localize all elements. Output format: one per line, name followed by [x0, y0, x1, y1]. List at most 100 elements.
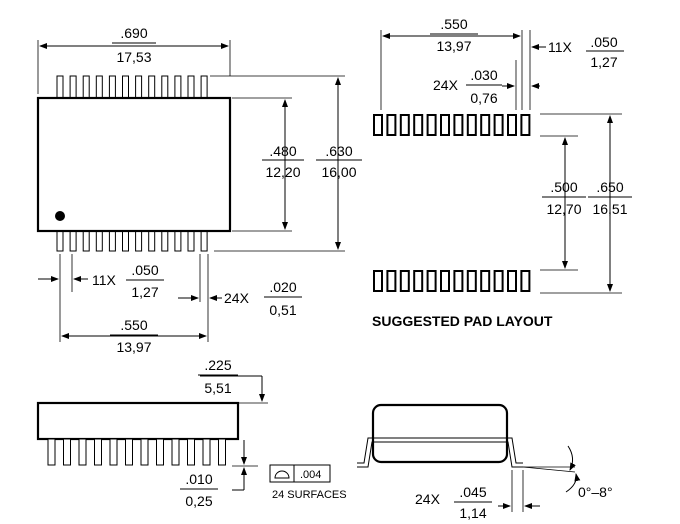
lead-pin [174, 75, 182, 99]
lead-pin [161, 230, 169, 252]
lead-pin [82, 230, 90, 252]
pad-width-mm-label: 0,76 [470, 90, 497, 106]
solder-pad [426, 114, 437, 136]
angle-label: 0°–8° [578, 484, 613, 500]
flatness-symbol-icon [274, 470, 290, 479]
lead-in-label: .020 [269, 279, 296, 295]
gull-wing-lead-inner [357, 437, 523, 464]
solder-pad [386, 270, 397, 292]
lead-pin [161, 75, 169, 99]
solder-pad [520, 270, 531, 292]
pad-pitch-prefix-label: 11X [548, 39, 573, 55]
gull-wing-lead-outer [357, 441, 523, 468]
flatness-feature-frame [269, 464, 331, 483]
lead-pin [122, 230, 129, 252]
solder-pad [440, 270, 450, 292]
solder-pad [373, 270, 383, 292]
side-lead [47, 438, 56, 466]
pad-gap-in-label: .500 [550, 179, 577, 195]
pad-layout-title: SUGGESTED PAD LAYOUT [372, 313, 553, 329]
solder-pad [480, 114, 491, 136]
lead-pin [200, 75, 208, 99]
solder-pad [466, 270, 477, 292]
flatness-note-label: 24 SURFACES [272, 489, 347, 501]
pad-row-in-label: .550 [440, 16, 467, 32]
pad-layout-view: .550 13,97 11X .050 1,27 24X .030 0,76 .… [372, 16, 632, 329]
solder-pad [440, 114, 450, 136]
side-lead [78, 438, 87, 466]
foot-in-label: .045 [459, 484, 486, 500]
lead-pin [108, 75, 116, 99]
lead-pin [95, 230, 103, 252]
lead-pin [187, 75, 195, 99]
solder-pad [493, 270, 504, 292]
lead-pin [122, 75, 129, 99]
span-in-label: .630 [325, 143, 352, 159]
lead-pin [56, 75, 64, 99]
solder-pad [453, 114, 464, 136]
solder-pad [507, 270, 517, 292]
pin1-indicator-dot [55, 211, 65, 221]
pads-upper-row [373, 114, 531, 136]
foot-mm-label: 1,14 [459, 505, 486, 521]
height-in-label: .225 [204, 357, 231, 373]
package-body-top [36, 96, 232, 233]
width-in-label: .690 [120, 25, 147, 41]
package-body-side [36, 401, 240, 441]
side-lead [140, 438, 149, 466]
lead-pin [187, 230, 195, 252]
top-pins-lower [56, 230, 208, 252]
pad-outer-in-label: .650 [596, 179, 623, 195]
solder-pad [399, 114, 410, 136]
end-view: 0°–8° 24X .045 1,14 [357, 403, 613, 521]
pad-row-mm-label: 13,97 [436, 38, 471, 54]
solder-pad [520, 114, 531, 136]
lead-pin [108, 230, 116, 252]
lead-pin [148, 230, 156, 252]
row-mm-label: 13,97 [116, 339, 151, 355]
solder-pad [507, 114, 517, 136]
lead-pin [69, 230, 77, 252]
lead-pin [135, 75, 143, 99]
body-height-mm-label: 12,20 [265, 164, 300, 180]
top-pins-upper [56, 75, 208, 99]
solder-pad [413, 114, 424, 136]
solder-pad [453, 270, 464, 292]
solder-pad [480, 270, 491, 292]
side-lead [156, 438, 164, 466]
side-lead [63, 438, 71, 466]
side-lead [171, 438, 180, 466]
row-in-label: .550 [120, 317, 147, 333]
side-lead [94, 438, 102, 466]
standoff-mm-label: 0,25 [185, 493, 212, 509]
pads-lower-row [373, 270, 531, 292]
side-lead [218, 438, 226, 466]
span-mm-label: 16,00 [321, 164, 356, 180]
pad-outer-mm-label: 16,51 [592, 201, 627, 217]
solder-pad [373, 114, 383, 136]
side-lead [202, 438, 211, 466]
lead-mm-label: 0,51 [269, 302, 296, 318]
pitch-mm-label: 1,27 [131, 284, 158, 300]
flatness-value-label: .004 [300, 469, 321, 481]
side-lead [125, 438, 133, 466]
side-lead [187, 438, 195, 466]
foot-prefix-label: 24X [415, 491, 441, 507]
pad-pitch-mm-label: 1,27 [590, 54, 617, 70]
top-view: .690 17,53 .480 12,20 .630 16,00 11X .05… [36, 25, 362, 355]
width-mm-label: 17,53 [116, 49, 151, 65]
pad-width-in-label: .030 [470, 67, 497, 83]
lead-pin [148, 75, 156, 99]
pitch-in-label: .050 [131, 262, 158, 278]
solder-pad [493, 114, 504, 136]
package-body-end [371, 403, 509, 464]
lead-pin [135, 230, 143, 252]
lead-pin [174, 230, 182, 252]
solder-pad [426, 270, 437, 292]
side-view: .225 5,51 .010 0,25 .004 24 SURFACES [36, 357, 347, 509]
lead-pin [200, 230, 208, 252]
pitch-prefix-label: 11X [92, 272, 117, 288]
pad-width-prefix-label: 24X [433, 77, 459, 93]
pad-gap-mm-label: 12,70 [546, 201, 581, 217]
